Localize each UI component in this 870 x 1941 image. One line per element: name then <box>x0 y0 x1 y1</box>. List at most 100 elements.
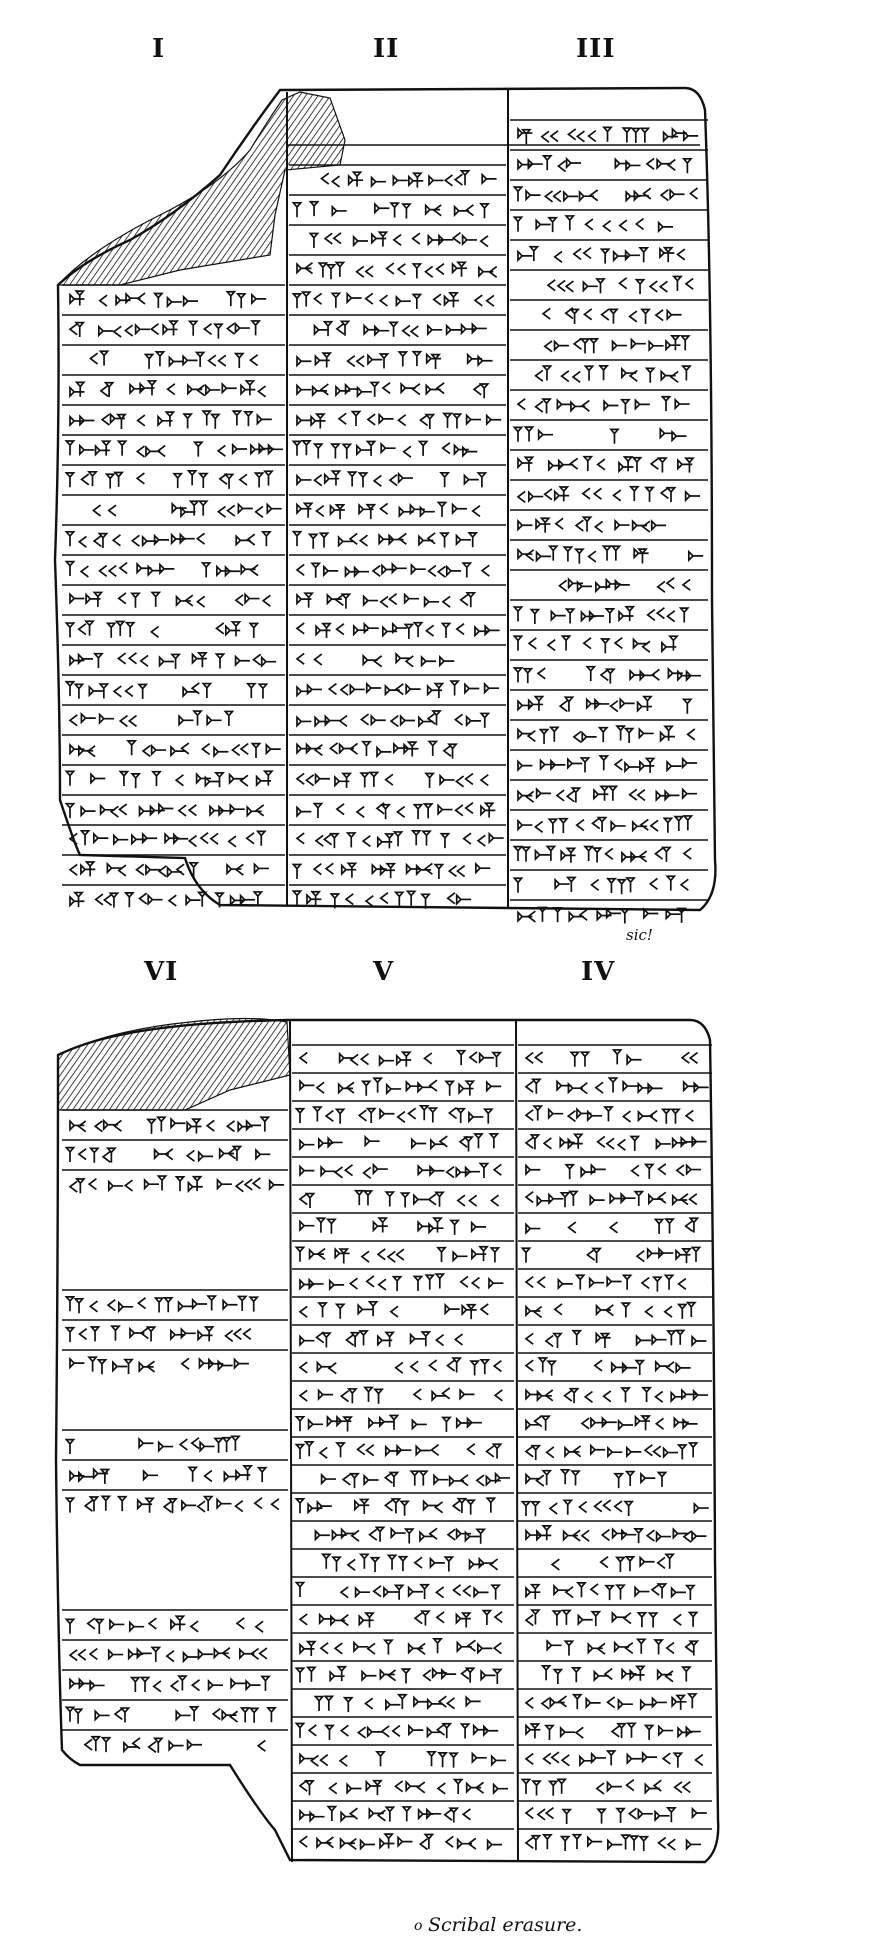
cuneiform-wedge <box>548 1192 564 1206</box>
cuneiform-wedge <box>294 1667 306 1683</box>
cuneiform-wedge <box>443 174 453 187</box>
cuneiform-wedge <box>441 595 451 608</box>
cuneiform-wedge <box>364 265 374 278</box>
cuneiform-wedge <box>100 413 110 426</box>
cuneiform-wedge <box>680 365 692 381</box>
cuneiform-wedge <box>572 247 582 261</box>
cuneiform-wedge <box>395 294 411 308</box>
cuneiform-wedge <box>252 653 262 666</box>
cuneiform-wedge <box>373 324 390 337</box>
cuneiform-wedge <box>675 1164 685 1177</box>
cuneiform-wedge <box>686 728 696 741</box>
cuneiform-wedge <box>464 682 480 695</box>
cuneiform-wedge <box>650 519 667 532</box>
cuneiform-wedge <box>640 1471 656 1485</box>
cuneiform-wedge <box>492 1163 502 1176</box>
cuneiform-wedge <box>320 1332 332 1348</box>
cuneiform-wedge <box>204 775 220 788</box>
cuneiform-wedge <box>291 863 303 879</box>
cuneiform-wedge <box>411 172 423 188</box>
cuneiform-wedge <box>687 1611 699 1627</box>
cuneiform-wedge <box>538 728 550 745</box>
cuneiform-wedge <box>88 1147 100 1163</box>
cuneiform-wedge <box>77 535 87 548</box>
cuneiform-wedge <box>182 1650 198 1664</box>
cuneiform-wedge <box>349 1053 359 1066</box>
cuneiform-wedge <box>323 1695 335 1711</box>
cuneiform-wedge <box>652 1779 662 1792</box>
cuneiform-wedge <box>152 1737 164 1753</box>
cuneiform-wedge <box>291 530 303 547</box>
cuneiform-wedge <box>229 802 245 816</box>
cuneiform-wedge <box>346 1782 362 1795</box>
cuneiform-wedge <box>246 805 262 818</box>
cuneiform-wedge <box>625 159 641 172</box>
cuneiform-wedge <box>681 578 691 591</box>
cuneiform-wedge <box>139 654 149 667</box>
cuneiform-wedge <box>571 370 581 384</box>
cuneiform-wedge <box>640 1276 650 1290</box>
cuneiform-wedge <box>209 832 219 845</box>
cuneiform-wedge <box>434 1191 445 1207</box>
cuneiform-wedge <box>130 773 142 789</box>
cuneiform-wedge <box>416 1642 426 1655</box>
cuneiform-wedge <box>422 803 434 819</box>
cuneiform-wedge <box>473 294 483 307</box>
cuneiform-wedge <box>539 517 551 533</box>
cuneiform-wedge <box>154 351 166 367</box>
cuneiform-wedge <box>356 1443 366 1456</box>
cuneiform-wedge <box>618 460 634 474</box>
cuneiform-wedge <box>455 893 472 906</box>
cuneiform-wedge <box>607 1445 623 1459</box>
cuneiform-wedge <box>590 1610 602 1627</box>
cuneiform-wedge <box>688 1193 698 1206</box>
cuneiform-wedge <box>334 1303 346 1319</box>
cuneiform-wedge <box>315 1081 325 1094</box>
cuneiform-wedge <box>413 1556 423 1569</box>
cuneiform-wedge <box>214 771 225 788</box>
cuneiform-wedge <box>308 232 320 248</box>
cuneiform-wedge <box>318 1612 335 1626</box>
cuneiform-wedge <box>365 1779 381 1793</box>
cuneiform-wedge <box>295 772 305 785</box>
cuneiform-wedge <box>679 1193 689 1206</box>
cuneiform-wedge <box>489 1194 500 1207</box>
cuneiform-wedge <box>168 320 179 336</box>
cuneiform-wedge <box>559 1468 571 1485</box>
cuneiform-wedge <box>612 489 622 502</box>
cuneiform-wedge <box>609 428 620 444</box>
cuneiform-wedge <box>127 652 137 665</box>
cuneiform-wedge <box>383 1471 393 1484</box>
cuneiform-wedge <box>353 565 370 578</box>
cuneiform-wedge <box>448 291 459 308</box>
cuneiform-wedge <box>217 354 227 367</box>
cuneiform-wedge <box>589 1443 606 1456</box>
cuneiform-wedge <box>131 833 147 846</box>
cuneiform-wedge <box>621 1528 637 1541</box>
cuneiform-wedge <box>674 1329 686 1345</box>
cuneiform-wedge <box>641 1750 658 1764</box>
cuneiform-wedge <box>379 864 396 877</box>
cuneiform-wedge <box>480 564 490 577</box>
cuneiform-wedge <box>143 353 155 369</box>
cuneiform-wedge <box>299 1138 315 1151</box>
cuneiform-wedge <box>610 819 626 833</box>
cuneiform-wedge <box>307 1724 317 1737</box>
cuneiform-wedge <box>476 834 486 847</box>
cuneiform-wedge <box>520 1247 532 1263</box>
cuneiform-wedge <box>296 354 312 368</box>
cuneiform-wedge <box>245 1678 261 1692</box>
cuneiform-wedge <box>577 1500 588 1514</box>
cuneiform-wedge <box>92 1467 109 1480</box>
cuneiform-wedge <box>546 1360 558 1376</box>
cuneiform-wedge <box>535 550 551 563</box>
cuneiform-wedge <box>534 400 544 413</box>
cuneiform-wedge <box>349 1331 361 1348</box>
cuneiform-wedge <box>459 1723 471 1739</box>
cuneiform-wedge <box>540 1697 550 1710</box>
cuneiform-wedge <box>490 1584 502 1600</box>
cuneiform-wedge <box>654 847 664 860</box>
cuneiform-wedge <box>661 640 677 654</box>
cuneiform-wedge <box>520 1500 532 1517</box>
cuneiform-wedge <box>552 1332 563 1348</box>
